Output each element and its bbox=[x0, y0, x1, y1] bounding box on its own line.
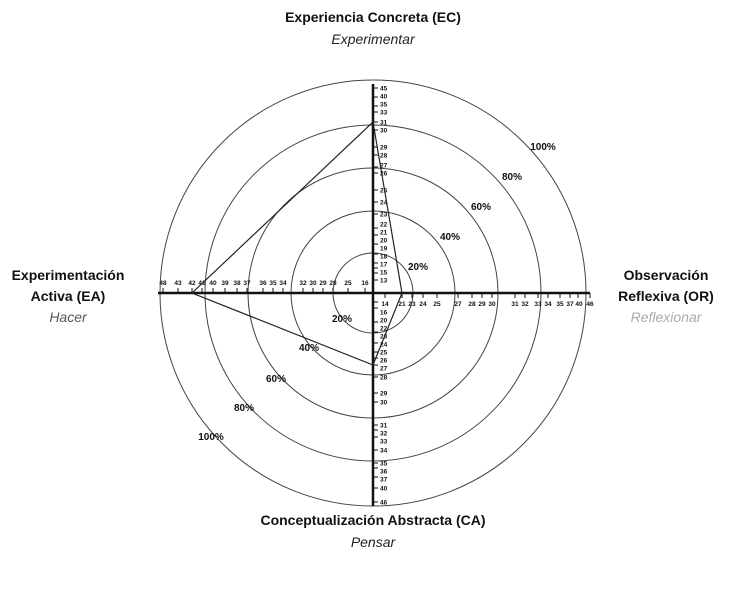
tick-label-bottom: 22 bbox=[380, 326, 388, 333]
percent-label-lower-left: 80% bbox=[234, 403, 254, 414]
tick-label-bottom: 24 bbox=[380, 342, 388, 349]
tick-label-left: 48 bbox=[159, 280, 167, 287]
subtitle-pensar: Pensar bbox=[351, 534, 397, 550]
percent-label-lower-left: 100% bbox=[198, 432, 224, 443]
tick-label-right: 23 bbox=[408, 301, 416, 308]
subtitle-experimentar: Experimentar bbox=[331, 31, 416, 47]
tick-label-top: 27 bbox=[380, 163, 388, 170]
tick-label-left: 29 bbox=[319, 280, 327, 287]
percent-label-upper-right: 80% bbox=[502, 172, 522, 183]
tick-label-top: 33 bbox=[380, 110, 388, 117]
tick-label-left: 37 bbox=[243, 280, 251, 287]
tick-label-bottom: 34 bbox=[380, 448, 388, 455]
tick-label-right: 31 bbox=[511, 301, 519, 308]
title-or-line1: Observación bbox=[624, 267, 709, 283]
tick-label-top: 22 bbox=[380, 222, 388, 229]
tick-label-top: 17 bbox=[380, 262, 388, 269]
tick-label-right: 27 bbox=[454, 301, 462, 308]
tick-label-top: 20 bbox=[380, 238, 388, 245]
title-or-line2: Reflexiva (OR) bbox=[618, 288, 714, 304]
tick-label-right: 32 bbox=[521, 301, 529, 308]
tick-label-left: 25 bbox=[344, 280, 352, 287]
tick-label-bottom: 20 bbox=[380, 318, 388, 325]
tick-label-right: 46 bbox=[586, 301, 594, 308]
tick-label-right: 40 bbox=[575, 301, 583, 308]
tick-label-top: 29 bbox=[380, 145, 388, 152]
tick-label-left: 36 bbox=[259, 280, 267, 287]
title-ea-line2: Activa (EA) bbox=[31, 288, 106, 304]
tick-label-left: 35 bbox=[269, 280, 277, 287]
tick-label-top: 25 bbox=[380, 188, 388, 195]
tick-label-left: 32 bbox=[299, 280, 307, 287]
tick-label-top: 21 bbox=[380, 230, 388, 237]
tick-label-left: 43 bbox=[174, 280, 182, 287]
percent-label-lower-left: 40% bbox=[299, 343, 319, 354]
tick-label-top: 24 bbox=[380, 200, 388, 207]
tick-label-bottom: 27 bbox=[380, 366, 388, 373]
tick-label-bottom: 33 bbox=[380, 439, 388, 446]
title-ca: Conceptualización Abstracta (CA) bbox=[260, 512, 485, 528]
tick-label-bottom: 36 bbox=[380, 469, 388, 476]
tick-label-bottom: 28 bbox=[380, 375, 388, 382]
tick-label-right: 24 bbox=[419, 301, 427, 308]
percent-label-upper-right: 40% bbox=[440, 232, 460, 243]
tick-label-left: 16 bbox=[361, 280, 369, 287]
tick-label-bottom: 30 bbox=[380, 400, 388, 407]
tick-label-right: 30 bbox=[488, 301, 496, 308]
tick-label-bottom: 35 bbox=[380, 461, 388, 468]
tick-label-right: 33 bbox=[534, 301, 542, 308]
tick-label-right: 35 bbox=[556, 301, 564, 308]
tick-label-top: 30 bbox=[380, 128, 388, 135]
tick-label-top: 13 bbox=[380, 278, 388, 285]
tick-label-left: 34 bbox=[279, 280, 287, 287]
tick-label-top: 45 bbox=[380, 86, 388, 93]
tick-label-bottom: 31 bbox=[380, 423, 388, 430]
tick-label-top: 35 bbox=[380, 102, 388, 109]
tick-label-left: 40 bbox=[209, 280, 217, 287]
subtitle-hacer: Hacer bbox=[49, 309, 88, 325]
percent-label-upper-right: 100% bbox=[530, 142, 556, 153]
tick-label-right: 14 bbox=[381, 301, 389, 308]
percent-label-lower-left: 60% bbox=[266, 374, 286, 385]
percent-label-upper-right: 60% bbox=[471, 202, 491, 213]
tick-label-top: 40 bbox=[380, 94, 388, 101]
subtitle-reflexionar: Reflexionar bbox=[631, 309, 703, 325]
tick-label-top: 23 bbox=[380, 212, 388, 219]
learning-profile-polygon bbox=[190, 120, 403, 366]
tick-label-left: 39 bbox=[221, 280, 229, 287]
tick-label-right: 25 bbox=[433, 301, 441, 308]
percent-label-lower-left: 20% bbox=[332, 314, 352, 325]
tick-label-left: 42 bbox=[188, 280, 196, 287]
tick-label-bottom: 46 bbox=[380, 500, 388, 507]
title-ea-line1: Experimentación bbox=[12, 267, 125, 283]
tick-label-right: 28 bbox=[468, 301, 476, 308]
tick-label-bottom: 37 bbox=[380, 477, 388, 484]
tick-label-top: 28 bbox=[380, 153, 388, 160]
tick-label-top: 19 bbox=[380, 246, 388, 253]
tick-label-right: 29 bbox=[478, 301, 486, 308]
tick-label-right: 21 bbox=[398, 301, 406, 308]
tick-label-right: 37 bbox=[566, 301, 574, 308]
tick-label-left: 28 bbox=[329, 280, 337, 287]
percent-label-upper-right: 20% bbox=[408, 262, 428, 273]
tick-label-left: 38 bbox=[233, 280, 241, 287]
axis-ticks: 1315171819202122232425262728293031333540… bbox=[159, 86, 594, 507]
tick-label-bottom: 26 bbox=[380, 358, 388, 365]
tick-label-bottom: 29 bbox=[380, 391, 388, 398]
tick-label-right: 34 bbox=[544, 301, 552, 308]
tick-label-left: 30 bbox=[309, 280, 317, 287]
tick-label-top: 31 bbox=[380, 120, 388, 127]
tick-label-bottom: 32 bbox=[380, 431, 388, 438]
percent-labels: 20% 20% 40% 40% 60% 60% 80% 80% 100% 100% bbox=[198, 142, 556, 443]
tick-label-top: 15 bbox=[380, 270, 388, 277]
tick-label-top: 18 bbox=[380, 254, 388, 261]
title-ec: Experiencia Concreta (EC) bbox=[285, 9, 461, 25]
tick-label-bottom: 25 bbox=[380, 350, 388, 357]
tick-label-bottom: 40 bbox=[380, 486, 388, 493]
tick-label-top: 26 bbox=[380, 171, 388, 178]
tick-label-bottom: 16 bbox=[380, 310, 388, 317]
